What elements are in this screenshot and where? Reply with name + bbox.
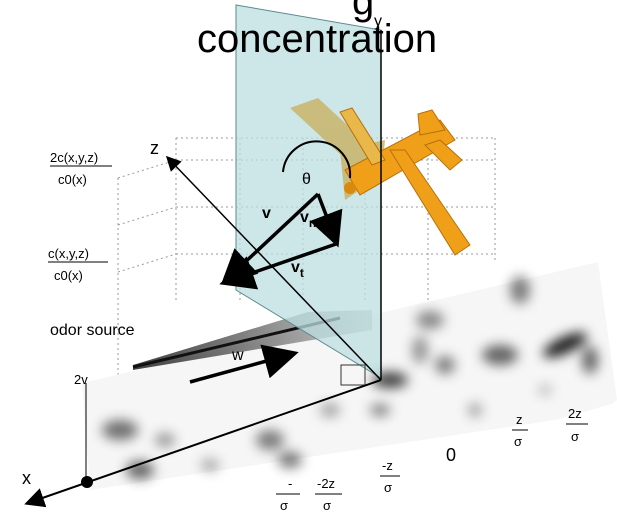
- theta-label: θ: [302, 171, 311, 188]
- z-tick-neg-2z: -2z σ: [315, 476, 342, 513]
- z-tick-zero: 0: [446, 445, 456, 465]
- title-fragment: g: [352, 0, 374, 23]
- svg-text:2z: 2z: [568, 406, 582, 421]
- svg-text:σ: σ: [323, 498, 331, 513]
- y-axis-label: y: [374, 13, 382, 30]
- svg-text:c(x,y,z): c(x,y,z): [48, 246, 89, 261]
- z-axis-label: z: [150, 138, 159, 158]
- x-axis: x: [22, 379, 382, 508]
- title: concentration: [197, 17, 437, 61]
- vector-vn-label: vn: [300, 209, 316, 230]
- z-tick-2z: 2z σ: [566, 406, 588, 444]
- svg-text:σ: σ: [571, 429, 579, 444]
- theta-angle: θ: [282, 140, 352, 188]
- svg-text:c0(x): c0(x): [54, 268, 83, 283]
- odor-source-label: odor source: [50, 322, 135, 339]
- svg-text:c0(x): c0(x): [58, 172, 87, 187]
- aircraft-icon: [339, 107, 471, 256]
- z-tick-neg-z: -z σ: [380, 458, 400, 495]
- velocity-vectors: [189, 192, 343, 384]
- svg-text:σ: σ: [384, 480, 392, 495]
- svg-text:z: z: [516, 412, 523, 427]
- svg-text:σ: σ: [280, 498, 288, 513]
- z-tick-neg-partial: - σ: [276, 476, 300, 513]
- x-axis-label: x: [22, 468, 31, 488]
- vector-v-label: v: [262, 205, 271, 222]
- wind-label: w: [231, 347, 244, 364]
- y-tick-low: 2v: [74, 372, 88, 387]
- y-tick-top: 2c(x,y,z) c0(x): [50, 150, 112, 187]
- svg-text:-z: -z: [382, 458, 393, 473]
- svg-text:-: -: [288, 476, 292, 491]
- origin-dot: [81, 476, 93, 488]
- z-axis: z: [150, 138, 382, 381]
- z-tick-z: z σ: [512, 412, 528, 449]
- svg-text:σ: σ: [514, 434, 522, 449]
- svg-text:-2z: -2z: [317, 476, 335, 491]
- vector-vt-label: vt: [291, 259, 304, 280]
- svg-text:2c(x,y,z): 2c(x,y,z): [50, 150, 98, 165]
- y-axis: y: [374, 13, 382, 380]
- y-tick-mid: c(x,y,z) c0(x): [48, 246, 108, 283]
